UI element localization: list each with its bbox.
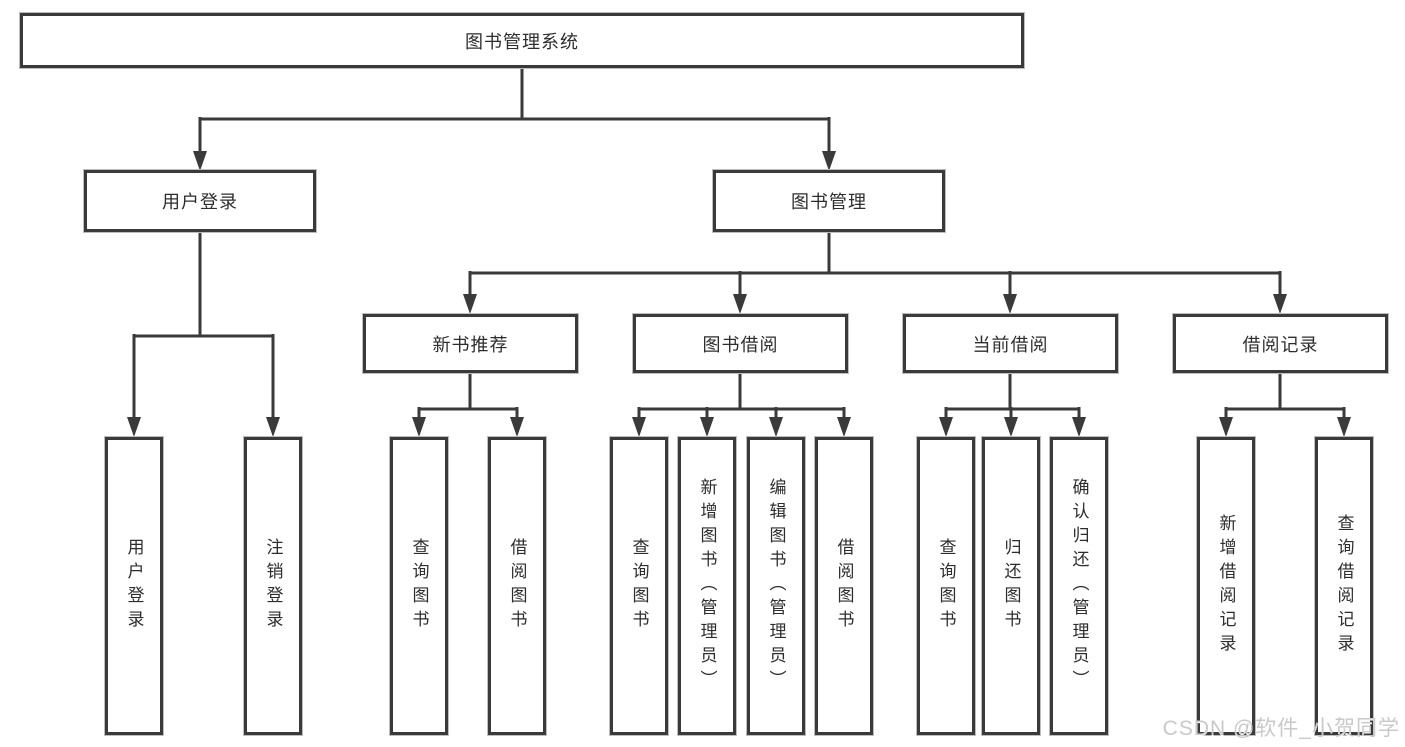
leaf-add-book-admin: 新增图书（管理员）	[678, 437, 736, 735]
node-label: 借阅图书	[507, 538, 527, 634]
arrow-down-icons	[127, 151, 1351, 437]
leaf-add-borrow-record: 新增借阅记录	[1197, 437, 1255, 735]
node-label: 图书借阅	[702, 334, 779, 355]
node-label: 查询图书	[629, 538, 649, 634]
node-label: 查询图书	[409, 538, 429, 634]
node-label: 当前借阅	[972, 334, 1049, 355]
node-user-login: 用户登录	[84, 170, 316, 232]
leaf-logout: 注销登录	[244, 437, 302, 735]
node-label: 用户登录	[162, 192, 238, 212]
leaf-edit-book-admin: 编辑图书（管理员）	[747, 437, 805, 735]
node-label: 归还图书	[1001, 538, 1021, 634]
node-label: 新书推荐	[432, 334, 509, 355]
leaf-query-borrow-record: 查询借阅记录	[1315, 437, 1373, 735]
node-label: 新增借阅记录	[1216, 514, 1236, 658]
node-label: 借阅记录	[1242, 334, 1319, 355]
node-label: 用户登录	[124, 538, 144, 634]
leaf-return-book: 归还图书	[982, 437, 1040, 735]
node-borrow-record: 借阅记录	[1173, 314, 1388, 373]
node-label: 查询借阅记录	[1334, 514, 1354, 658]
leaf-borrow-book: 借阅图书	[815, 437, 873, 735]
node-label: 图书管理	[791, 192, 867, 212]
leaf-user-login: 用户登录	[105, 437, 163, 735]
node-book-borrow: 图书借阅	[633, 314, 848, 373]
leaf-confirm-return-admin: 确认归还（管理员）	[1050, 437, 1108, 735]
node-label: 确认归还（管理员）	[1069, 478, 1089, 694]
leaf-recommend-borrow-book: 借阅图书	[488, 437, 546, 735]
csdn-watermark: CSDN @软件_小贺同学	[1162, 717, 1400, 740]
leaf-borrow-query-book: 查询图书	[610, 437, 668, 735]
node-label: 编辑图书（管理员）	[766, 478, 786, 694]
node-label: 注销登录	[263, 538, 283, 634]
node-label: 新增图书（管理员）	[697, 478, 717, 694]
node-book-management: 图书管理	[713, 170, 945, 232]
node-label: 借阅图书	[834, 538, 854, 634]
node-label: 查询图书	[936, 538, 956, 634]
leaf-recommend-query-book: 查询图书	[390, 437, 448, 735]
node-label: 图书管理系统	[465, 31, 579, 52]
node-library-management-system: 图书管理系统	[20, 13, 1024, 68]
leaf-current-query-book: 查询图书	[917, 437, 975, 735]
node-new-book-recommend: 新书推荐	[363, 314, 578, 373]
node-current-borrow: 当前借阅	[903, 314, 1118, 373]
